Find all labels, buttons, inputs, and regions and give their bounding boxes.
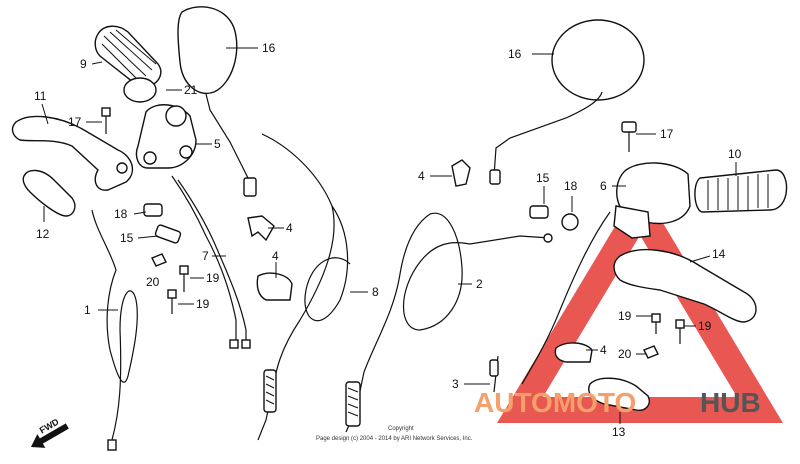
label-12: 12 bbox=[36, 227, 50, 241]
label-16-left: 16 bbox=[262, 41, 276, 55]
left-switch-housing bbox=[135, 104, 197, 169]
fwd-arrow: FWD bbox=[30, 416, 69, 448]
throttle-cable-a bbox=[257, 133, 351, 441]
label-3: 3 bbox=[452, 377, 459, 391]
label-19-left-a: 19 bbox=[206, 271, 220, 285]
watermark-text-b: HUB bbox=[700, 387, 761, 418]
label-13: 13 bbox=[612, 425, 626, 439]
label-15-right: 15 bbox=[536, 171, 550, 185]
label-17-right: 17 bbox=[660, 127, 674, 141]
label-19-left-b: 19 bbox=[196, 297, 210, 311]
left-clutch-lever bbox=[11, 115, 134, 191]
label-6: 6 bbox=[600, 179, 607, 193]
right-brake-lever bbox=[613, 249, 757, 323]
left-mirror bbox=[177, 6, 257, 197]
clutch-cable bbox=[91, 209, 138, 451]
label-16-right: 16 bbox=[508, 47, 522, 61]
label-20-right: 20 bbox=[618, 347, 632, 361]
right-mirror bbox=[489, 19, 645, 185]
watermark-logo: AUTOMOTO HUB bbox=[474, 387, 761, 418]
label-4-right-b: 4 bbox=[600, 343, 607, 357]
brake-switch-cable bbox=[489, 211, 611, 393]
label-20-left: 20 bbox=[146, 275, 160, 289]
label-7: 7 bbox=[202, 249, 209, 263]
part-number-labels: 9 21 16 11 17 5 12 18 15 20 19 19 7 4 4 … bbox=[34, 41, 742, 439]
left-grip bbox=[94, 25, 162, 103]
label-4-left-b: 4 bbox=[272, 249, 279, 263]
label-4-left-a: 4 bbox=[286, 221, 293, 235]
label-8: 8 bbox=[372, 285, 379, 299]
watermark-text-a: AUTOMOTO bbox=[474, 387, 636, 418]
label-11: 11 bbox=[34, 89, 47, 103]
left-lever-cover bbox=[22, 169, 76, 217]
label-5: 5 bbox=[214, 137, 221, 151]
label-9: 9 bbox=[80, 57, 87, 71]
leader-lines bbox=[41, 47, 737, 424]
copyright-line1: Copyright bbox=[388, 426, 414, 432]
left-cable-clamps bbox=[247, 215, 293, 301]
label-1: 1 bbox=[84, 303, 91, 317]
left-bolts bbox=[101, 107, 189, 314]
label-14: 14 bbox=[712, 247, 726, 261]
copyright-block: Copyright Page design (c) 2004 - 2014 by… bbox=[316, 426, 473, 442]
throttle-cable-b bbox=[345, 212, 553, 433]
label-19-right-b: 19 bbox=[698, 319, 712, 333]
right-bolt-17 bbox=[621, 121, 637, 152]
right-throttle-grip bbox=[694, 169, 788, 213]
copyright-line2: Page design (c) 2004 - 2014 by ARI Netwo… bbox=[316, 436, 473, 442]
label-4-right-a: 4 bbox=[418, 169, 425, 183]
right-small-parts bbox=[451, 159, 685, 363]
label-17-left: 17 bbox=[68, 115, 82, 129]
right-lever-cover bbox=[588, 377, 650, 411]
label-19-right-a: 19 bbox=[618, 309, 632, 323]
label-10: 10 bbox=[728, 147, 742, 161]
label-2: 2 bbox=[476, 277, 483, 291]
label-18-right: 18 bbox=[564, 179, 578, 193]
label-18-left: 18 bbox=[114, 207, 128, 221]
label-15-left: 15 bbox=[120, 231, 134, 245]
label-21: 21 bbox=[184, 83, 198, 97]
switch-wire-harness bbox=[171, 175, 251, 349]
right-switch-housing bbox=[613, 162, 691, 239]
